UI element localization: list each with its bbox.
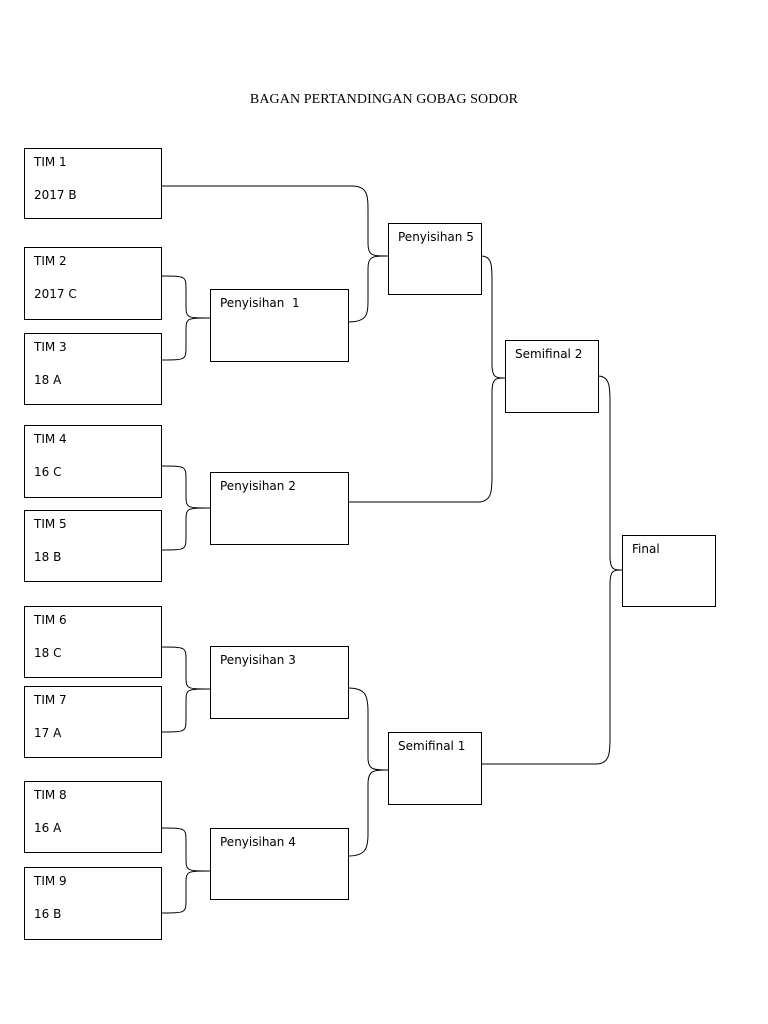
team-box-tim5: TIM 5 18 B xyxy=(24,510,162,582)
connector-tim7-p3 xyxy=(160,688,211,733)
team-box-tim7: TIM 7 17 A xyxy=(24,686,162,758)
team-class: 2017 C xyxy=(34,287,77,301)
match-box-semifinal-1: Semifinal 1 xyxy=(388,732,482,805)
match-label: Semifinal 2 xyxy=(515,347,583,361)
team-class: 2017 B xyxy=(34,188,77,202)
team-name: TIM 6 xyxy=(34,613,67,627)
connector-tim5-p2 xyxy=(160,507,211,551)
team-name: TIM 8 xyxy=(34,788,67,802)
team-name: TIM 1 xyxy=(34,155,67,169)
connector-sf1-final xyxy=(481,569,623,765)
connector-tim8-p4 xyxy=(160,827,211,872)
connector-tim9-p4 xyxy=(160,870,211,914)
match-label: Penyisihan 3 xyxy=(220,653,296,667)
match-box-semifinal-2: Semifinal 2 xyxy=(505,340,599,413)
connector-tim2-p1 xyxy=(160,275,211,319)
team-name: TIM 5 xyxy=(34,517,67,531)
connector-tim1-p5 xyxy=(161,185,389,257)
connector-p1-p5 xyxy=(347,255,389,323)
match-label: Penyisihan 4 xyxy=(220,835,296,849)
match-box-penyisihan-4: Penyisihan 4 xyxy=(210,828,349,900)
connector-tim6-p3 xyxy=(160,646,211,690)
team-box-tim3: TIM 3 18 A xyxy=(24,333,162,405)
match-box-penyisihan-2: Penyisihan 2 xyxy=(210,472,349,545)
match-box-final: Final xyxy=(622,535,716,607)
team-name: TIM 2 xyxy=(34,254,67,268)
team-name: TIM 3 xyxy=(34,340,67,354)
team-class: 18 C xyxy=(34,646,62,660)
connector-tim3-p1 xyxy=(160,317,211,361)
team-box-tim6: TIM 6 18 C xyxy=(24,606,162,678)
match-box-penyisihan-5: Penyisihan 5 xyxy=(388,223,482,295)
team-name: TIM 9 xyxy=(34,874,67,888)
connector-p4-sf1 xyxy=(347,769,389,857)
team-name: TIM 7 xyxy=(34,693,67,707)
team-box-tim1: TIM 1 2017 B xyxy=(24,148,162,219)
team-box-tim9: TIM 9 16 B xyxy=(24,867,162,940)
match-label: Semifinal 1 xyxy=(398,739,466,753)
connector-p3-sf1 xyxy=(347,687,389,771)
team-name: TIM 4 xyxy=(34,432,67,446)
match-label: Penyisihan 1 xyxy=(220,296,300,310)
bracket-title: BAGAN PERTANDINGAN GOBAG SODOR xyxy=(249,92,519,107)
team-class: 16 A xyxy=(34,821,62,835)
match-box-penyisihan-3: Penyisihan 3 xyxy=(210,646,349,719)
connector-p5-sf2 xyxy=(480,255,506,379)
team-box-tim4: TIM 4 16 C xyxy=(24,425,162,498)
team-box-tim2: TIM 2 2017 C xyxy=(24,247,162,320)
team-class: 17 A xyxy=(34,726,62,740)
match-box-penyisihan-1: Penyisihan 1 xyxy=(210,289,349,362)
connector-p2-sf2 xyxy=(348,377,506,503)
match-label: Final xyxy=(632,542,660,556)
team-class: 16 C xyxy=(34,465,62,479)
team-class: 16 B xyxy=(34,907,62,921)
team-box-tim8: TIM 8 16 A xyxy=(24,781,162,853)
team-class: 18 B xyxy=(34,550,62,564)
connector-sf2-final xyxy=(597,375,623,571)
match-label: Penyisihan 2 xyxy=(220,479,296,493)
team-class: 18 A xyxy=(34,373,62,387)
match-label: Penyisihan 5 xyxy=(398,230,474,244)
connector-tim4-p2 xyxy=(160,465,211,509)
